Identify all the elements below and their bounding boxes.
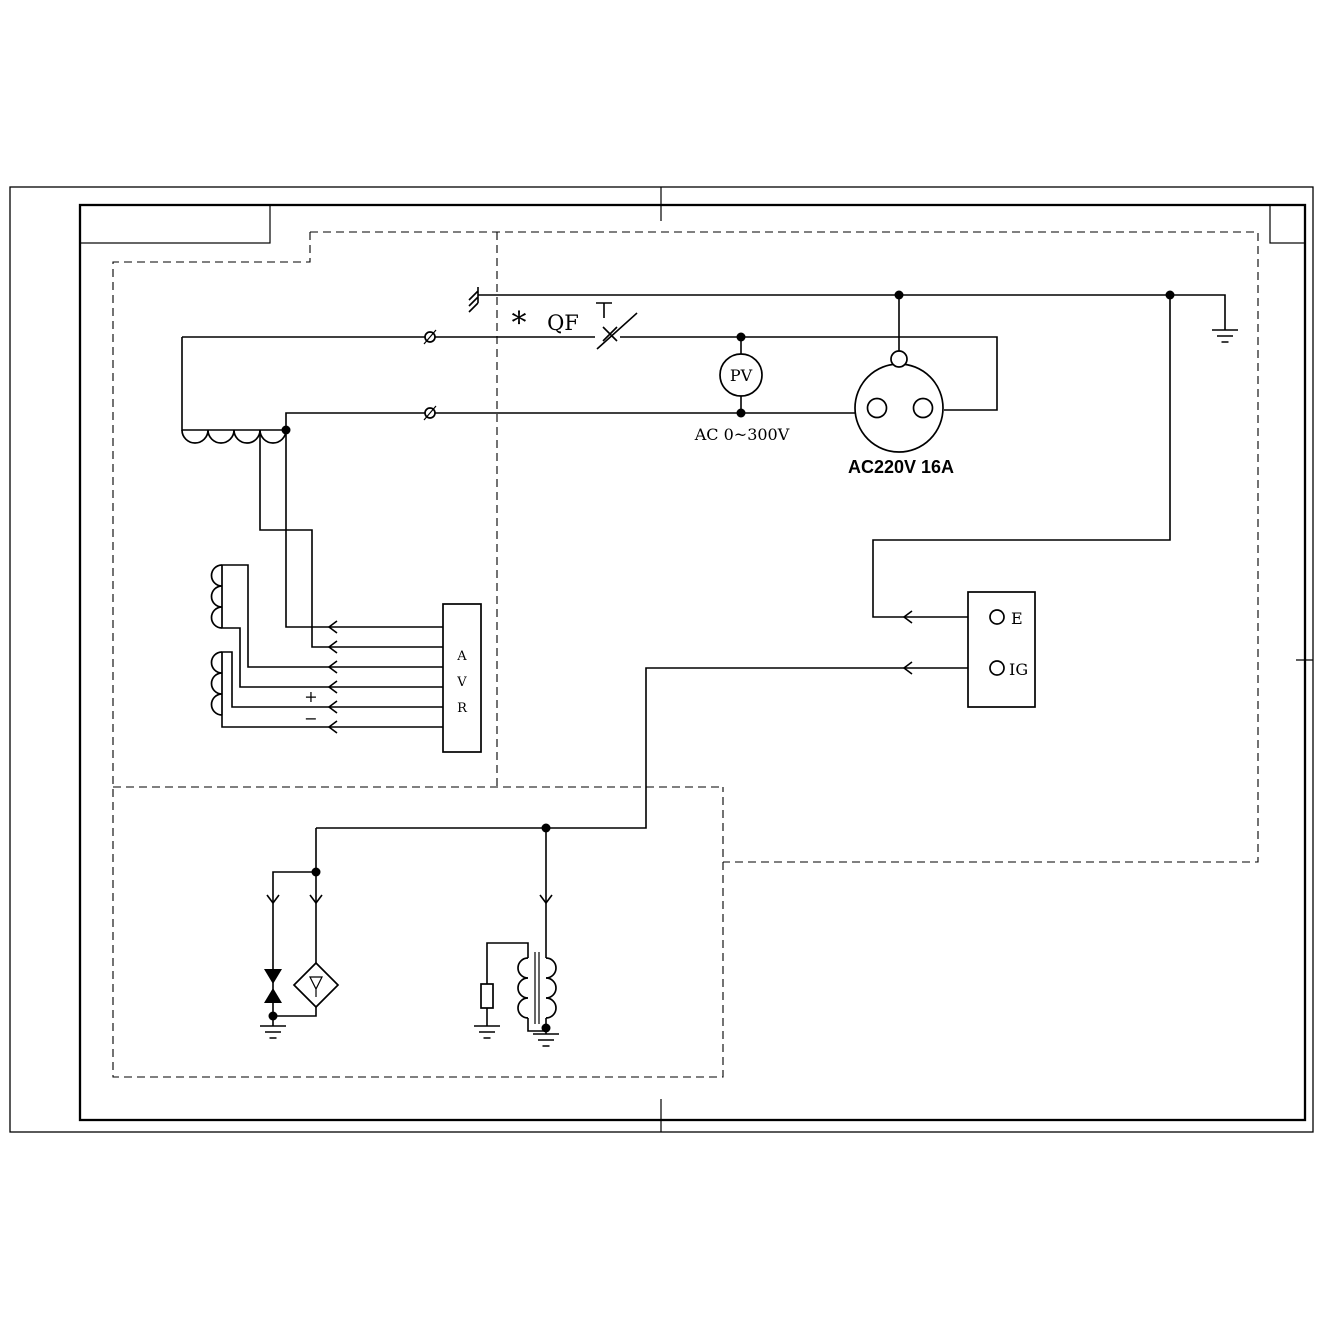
junction-dot: [894, 290, 904, 300]
dashed-boundaries: [112, 231, 1259, 1078]
generator-dashed-boundary: [310, 231, 1259, 863]
connector-chevron-icon: [327, 720, 338, 734]
field-wire-minus: [221, 715, 443, 728]
connector-chevron-icon: [327, 680, 338, 694]
stator-winding: [181, 429, 287, 444]
connector-chevron-icon: [902, 661, 913, 675]
bowtie-diode-bottom: [264, 988, 282, 1003]
suppressor-ground-link: [273, 1007, 317, 1017]
noise-suppressor-diamond: [292, 961, 340, 1009]
spark-plug-resistor: [480, 983, 494, 1009]
connectors: [266, 329, 913, 905]
windings: [181, 429, 287, 716]
bullet-connector-slash: [423, 405, 437, 421]
ignition-coil-core: [534, 952, 540, 1024]
sheet-inner-border: [78, 203, 1307, 1122]
ground-symbols: [260, 287, 1238, 1047]
voltmeter-label: PV: [730, 366, 753, 385]
sheet-outer-border: [9, 186, 1314, 1133]
socket-rating-label: AC220V 16A: [848, 457, 954, 477]
avr-letter-a: A: [456, 649, 467, 664]
connector-chevron-icon: [902, 610, 913, 624]
junction-dots: [268, 290, 1175, 1033]
meter-wire-left: [285, 412, 425, 430]
avr-letter-r: R: [457, 701, 468, 716]
earth-ground-coil-icon: [533, 1033, 559, 1047]
terminal-block-box: [967, 591, 1036, 708]
secondary-bottom-wire: [527, 1018, 546, 1032]
breaker-qf: [596, 302, 638, 350]
breaker-contact-cross: [602, 326, 618, 342]
socket: [854, 350, 944, 453]
earth-ground-plug-icon: [474, 1025, 500, 1039]
breaker-label: QF: [547, 311, 579, 335]
junction-dot: [268, 1011, 278, 1021]
terminal-e-circle: [989, 609, 1005, 625]
connector-chevron-icon: [327, 660, 338, 674]
terminal-ig-label: IG: [1009, 660, 1028, 679]
voltmeter-range-label: AC 0~300V: [694, 425, 790, 444]
connector-chevron-icon: [327, 640, 338, 654]
exciter-wire-bottom: [222, 627, 443, 688]
title-block-top-left: [79, 204, 271, 244]
junction-dot: [736, 408, 746, 418]
bullet-connector-slash: [423, 329, 437, 345]
connector-chevron-icon: [327, 620, 338, 634]
exciter-wire-top: [222, 564, 443, 668]
text-labels: * QF AC 0~300V AC220V 16A + −: [304, 306, 954, 728]
avr-box: [442, 603, 482, 753]
breaker-fixed-contact: [596, 302, 612, 318]
breaker-asterisk-label: *: [512, 306, 527, 341]
field-wire-plus: [222, 651, 443, 708]
terminal-ig-circle: [989, 660, 1005, 676]
socket-pin-left: [866, 397, 888, 419]
neutral-wire: [478, 294, 1226, 330]
connector-chevron-icon: [266, 894, 280, 905]
exciter-winding: [210, 564, 223, 629]
voltmeter-circle: [719, 353, 763, 397]
stator-sense-wire-2: [259, 430, 443, 648]
terminal-e-label: E: [1011, 609, 1023, 628]
polarity-plus-label: +: [304, 687, 317, 706]
stator-left-wire: [181, 337, 286, 431]
wires: [181, 294, 1226, 1034]
junction-dot: [736, 332, 746, 342]
junction-dot: [1165, 290, 1175, 300]
secondary-top-wire: [486, 942, 529, 984]
polarity-minus-label: −: [304, 709, 317, 728]
field-winding: [210, 651, 223, 716]
earth-ground-right-icon: [1212, 329, 1238, 343]
terminal-e-wire: [872, 295, 1171, 618]
chassis-ground-icon: [468, 287, 479, 313]
ignition-coil-secondary: [517, 957, 529, 1019]
terminal-ig-wire: [316, 667, 990, 829]
drawing-frame: [9, 186, 1314, 1133]
junction-dot: [281, 425, 291, 435]
earth-ground-bowtie-icon: [260, 1025, 286, 1039]
junction-dot: [541, 1023, 551, 1033]
suppressor-diode-glyph: [309, 976, 323, 997]
terminal-block: E IG: [967, 591, 1036, 708]
voltmeter: PV: [719, 353, 763, 397]
title-block-top-right: [1269, 204, 1306, 244]
live-wire-right: [620, 336, 998, 411]
connector-chevron-icon: [327, 700, 338, 714]
bowtie-diode-top: [264, 969, 282, 984]
connector-chevron-icon: [539, 894, 553, 905]
junction-dot: [311, 867, 321, 877]
connector-chevron-icon: [309, 894, 323, 905]
junction-dot: [541, 823, 551, 833]
breaker-blade: [596, 312, 638, 350]
ignition-components: [264, 952, 557, 1024]
avr: A V R: [442, 603, 482, 753]
socket-earth-contact: [890, 350, 908, 368]
stator-sense-wire-1: [285, 430, 443, 628]
avr-letter-v: V: [456, 675, 467, 690]
socket-pin-right: [912, 397, 934, 419]
alternator-dashed-boundary: [112, 232, 724, 1078]
ignition-coil-primary: [545, 957, 557, 1019]
